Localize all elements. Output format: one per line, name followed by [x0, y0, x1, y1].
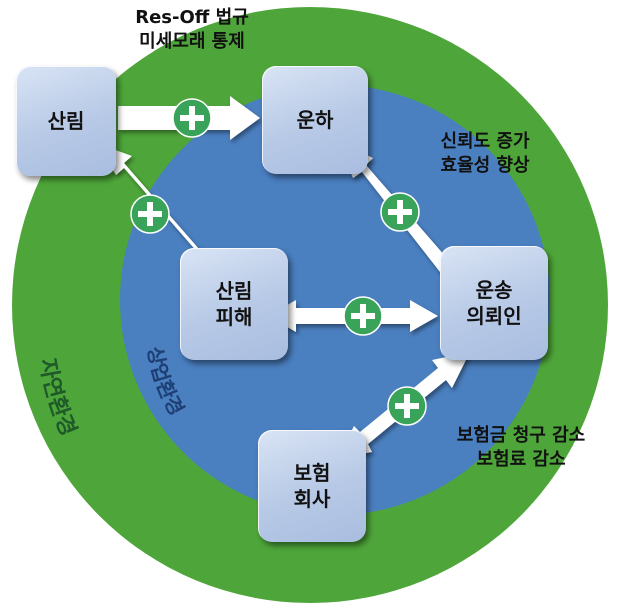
node-forest-damage-line2: 피해 — [215, 305, 253, 329]
node-shipper: 운송 의뢰인 — [440, 246, 548, 360]
node-insurer-line2: 회사 — [293, 487, 331, 511]
node-insurer-line1: 보험 — [293, 461, 331, 485]
plus-badge-forest-shipping — [172, 98, 212, 138]
plus-badge-shipper-shipping — [380, 192, 420, 232]
node-shipper-line2: 의뢰인 — [466, 304, 522, 328]
node-forest-damage: 산림 피해 — [180, 248, 288, 360]
plus-badge-damage-shipper — [343, 296, 383, 336]
note-trust-line1: 신뢰도 증가 — [440, 131, 530, 152]
note-regulation-line1: Res-Off 법규 — [135, 7, 249, 28]
node-forest-label: 산림 — [47, 109, 85, 133]
note-insurance: 보험금 청구 감소 보험료 감소 — [436, 424, 606, 472]
node-shipper-line1: 운송 — [475, 278, 513, 302]
note-trust-line2: 효율성 향상 — [440, 155, 530, 176]
node-forest-damage-line1: 산림 — [215, 279, 253, 303]
note-trust: 신뢰도 증가 효율성 향상 — [420, 130, 550, 178]
note-insurance-line1: 보험금 청구 감소 — [456, 425, 586, 446]
commercial-environment-ring — [120, 85, 550, 515]
plus-badge-damage-forest — [130, 194, 170, 234]
node-insurer: 보험 회사 — [258, 430, 366, 542]
node-forest: 산림 — [16, 66, 116, 176]
node-shipping: 운하 — [262, 66, 368, 174]
plus-badges — [130, 98, 427, 426]
note-insurance-line2: 보험료 감소 — [476, 449, 566, 470]
note-regulation-line2: 미세모래 통제 — [139, 31, 245, 52]
node-shipping-label: 운하 — [296, 108, 334, 132]
plus-badge-shipper-insurer — [387, 386, 427, 426]
note-regulation: Res-Off 법규 미세모래 통제 — [122, 6, 262, 54]
